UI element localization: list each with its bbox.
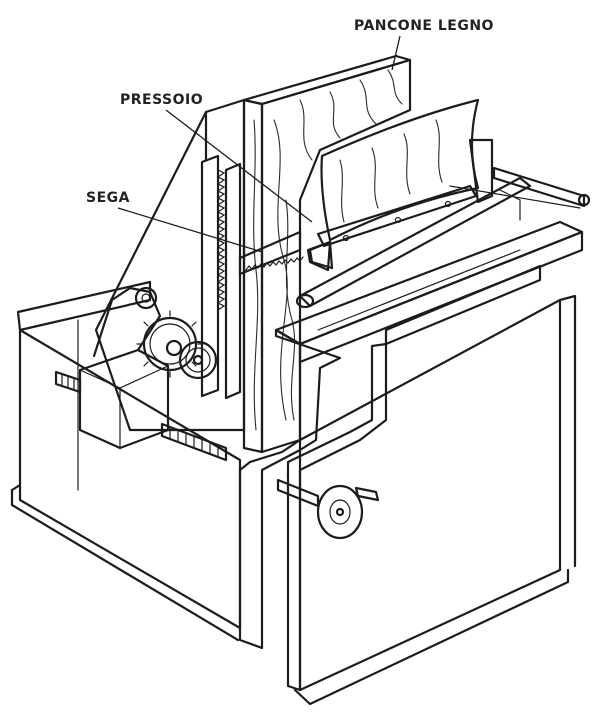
cutaway-section <box>238 240 388 692</box>
label-saw: SEGA <box>86 190 263 253</box>
small-gear <box>178 340 218 380</box>
label-press-text: PRESSOIO <box>120 92 203 108</box>
handwheel <box>276 478 380 540</box>
label-press: PRESSOIO <box>120 92 313 223</box>
gearbox-housing <box>78 286 170 450</box>
rack-gear <box>200 154 242 400</box>
saw-blade <box>238 230 304 276</box>
label-saw-text: SEGA <box>86 190 130 206</box>
machine-base-left <box>10 280 242 642</box>
veneer-sheet <box>320 98 480 242</box>
guide-rails <box>295 138 591 309</box>
large-gear <box>136 310 204 378</box>
label-board: PANCONE LEGNO <box>354 18 494 71</box>
press-plate <box>308 184 478 270</box>
wood-block <box>242 54 412 454</box>
label-board-text: PANCONE LEGNO <box>354 18 494 34</box>
feed-screw-left <box>54 370 82 394</box>
feed-screw-front <box>160 422 228 462</box>
